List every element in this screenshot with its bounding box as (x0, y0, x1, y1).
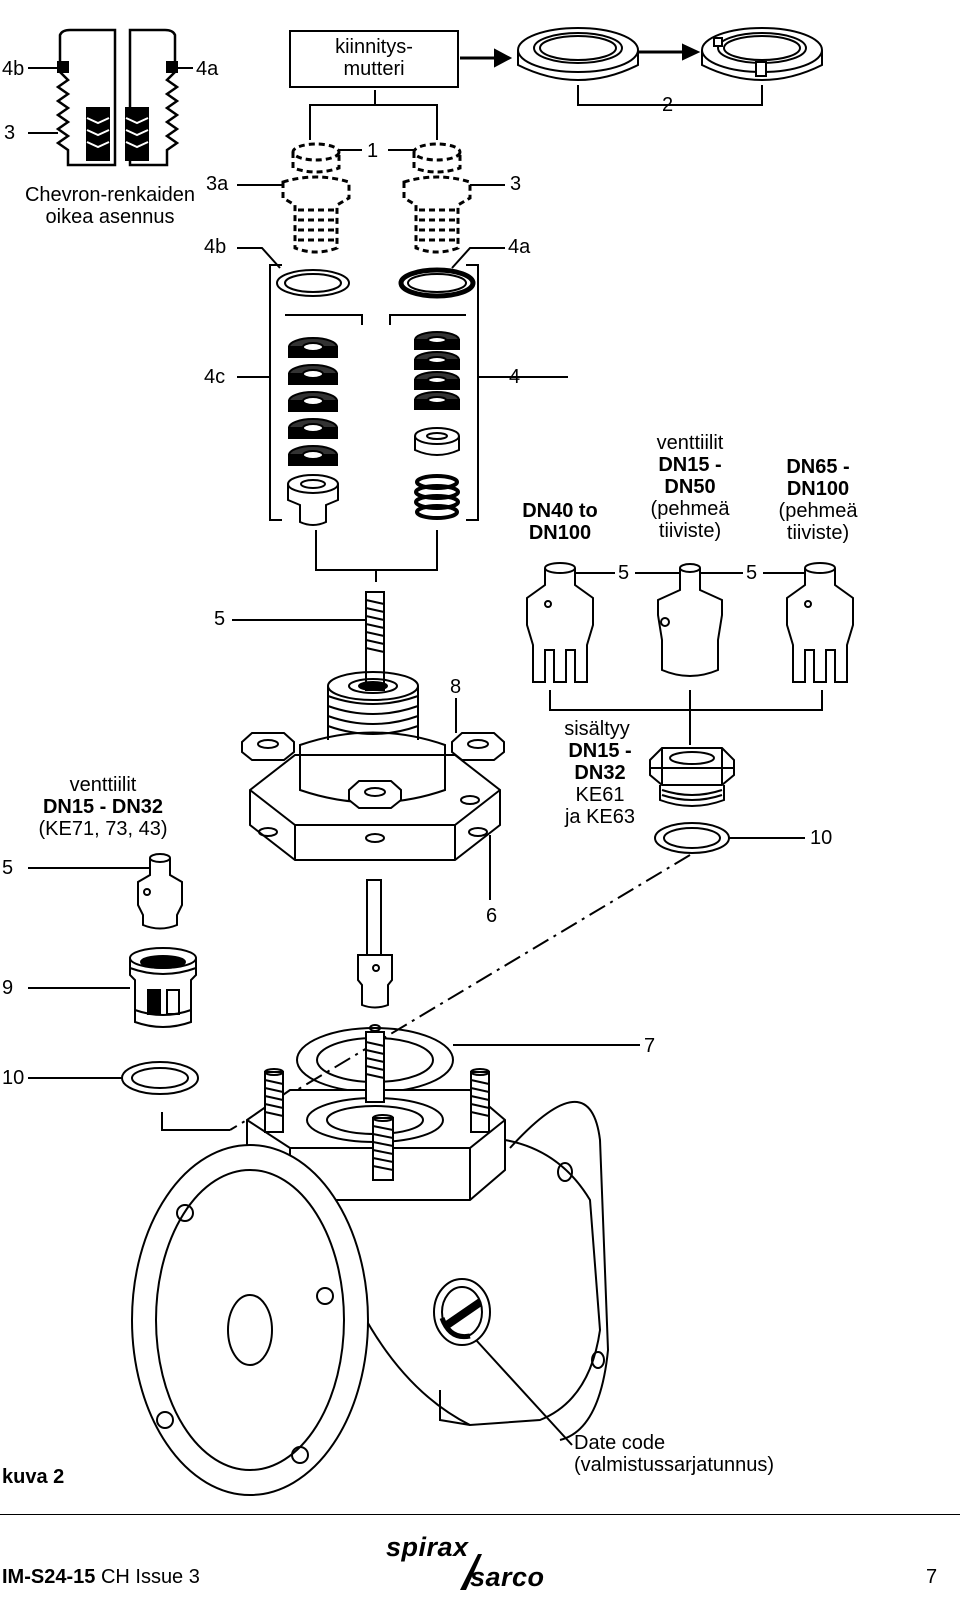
packing-stack-left (287, 337, 339, 526)
plug-a-line2: DN100 (528, 522, 592, 544)
plug-b-line2: DN15 - (658, 454, 722, 476)
locking-nut-box-line2: mutteri (343, 58, 405, 80)
packing-ring-icon (281, 142, 472, 254)
label-6: 6 (486, 905, 498, 927)
label-4a: 4a (508, 236, 531, 258)
small-valve-line2: DN15 - DN32 (42, 796, 164, 818)
label-5-mid: 5 (618, 562, 630, 584)
plug-c-line2: DN100 (786, 478, 850, 500)
logo-slash-icon (460, 1554, 482, 1590)
label-3-chevron: 3 (4, 122, 16, 144)
figure-caption: kuva 2 (2, 1466, 65, 1488)
bonnet-icon (249, 671, 501, 861)
label-4c: 4c (204, 366, 226, 388)
plug-c-line1: DN65 - (786, 456, 850, 478)
label-9: 9 (2, 977, 14, 999)
seat-line4: KE61 (575, 784, 625, 806)
label-7: 7 (644, 1035, 656, 1057)
plug-b-line4: (pehmeä (650, 498, 730, 520)
footer-rule (0, 1514, 960, 1515)
logo-sarco: sarco (470, 1562, 545, 1592)
label-8: 8 (450, 676, 462, 698)
footer-issue: CH Issue 3 (100, 1566, 200, 1588)
small-valve-line3: (KE71, 73, 43) (38, 818, 168, 840)
label-1: 1 (367, 140, 379, 162)
label-10-left: 10 (2, 1067, 25, 1089)
stud-icon (264, 1031, 490, 1181)
label-4: 4 (509, 366, 521, 388)
seat-line1: sisältyy (564, 718, 630, 740)
label-5-right: 5 (746, 562, 758, 584)
seat-line5: ja KE63 (564, 806, 636, 828)
hex-nut-icon (241, 732, 505, 809)
plug-c-line3: (pehmeä (778, 500, 858, 522)
footer-doc-id: IM-S24-15 (2, 1566, 96, 1588)
locking-nut-box-line1: kiinnitys- (335, 36, 413, 58)
chevron-caption-line2: oikea asennus (45, 206, 175, 228)
label-2: 2 (662, 94, 674, 116)
label-4b-chevron: 4b (2, 58, 25, 80)
seat-icon (649, 747, 735, 807)
valve-plug-icon (526, 562, 854, 683)
date-code-line1: Date code (574, 1432, 666, 1454)
arrow-right-icon (460, 43, 701, 68)
plug-a-line1: DN40 to (522, 500, 598, 522)
valve-stem (365, 591, 385, 691)
valve-body-icon (131, 1089, 610, 1496)
locking-nut-icon (517, 27, 823, 81)
gasket-icon (654, 822, 730, 854)
locking-nut-box: kiinnitys- mutteri (289, 30, 459, 88)
small-plug (137, 853, 183, 930)
label-4b: 4b (204, 236, 227, 258)
spring-icon (414, 474, 460, 520)
plug-b-line5: tiiviste) (658, 520, 722, 542)
footer-doc-ref: IM-S24-15 CH Issue 3 (2, 1566, 200, 1589)
seat-line2: DN15 - (568, 740, 632, 762)
logo-spirax: spirax (386, 1532, 469, 1562)
label-10-right: 10 (810, 827, 833, 849)
date-code-line2: (valmistussarjatunnus) (574, 1454, 775, 1476)
seat-line3: DN32 (574, 762, 626, 784)
label-3a: 3a (206, 173, 229, 195)
packing-stack-right (414, 331, 460, 456)
small-valve-line1: venttiilit (69, 774, 137, 796)
label-3-right: 3 (510, 173, 522, 195)
plug-b-line1: venttiilit (656, 432, 724, 454)
small-seat (129, 947, 197, 1028)
chevron-caption-line1: Chevron-renkaiden (24, 184, 196, 206)
chevron-packing-icon (28, 28, 193, 167)
label-5-left: 5 (2, 857, 14, 879)
footer-page-number: 7 (926, 1566, 938, 1588)
plug-b-line3: DN50 (664, 476, 716, 498)
label-5-stem: 5 (214, 608, 226, 630)
label-4a-chevron: 4a (196, 58, 219, 80)
plug-c-line4: tiiviste) (786, 522, 850, 544)
